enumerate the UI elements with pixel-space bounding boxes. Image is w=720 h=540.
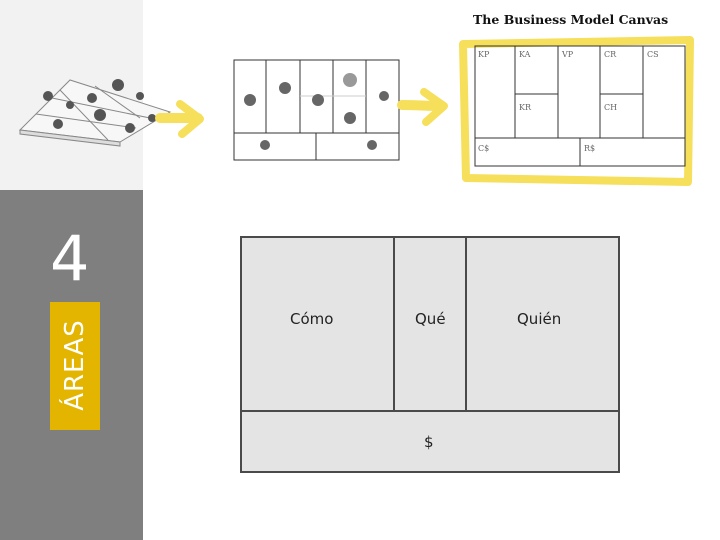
cell-rs: R$ [584, 144, 596, 153]
cell-ch: CH [604, 103, 618, 112]
cell-cr: CR [604, 50, 617, 59]
how-label: Cómo [290, 310, 334, 328]
canvas-title: The Business Model Canvas [473, 12, 669, 27]
cell-kp: KP [478, 50, 490, 59]
money-label: $ [424, 433, 434, 451]
section-number: 4 [50, 222, 90, 295]
cell-vp: VP [562, 50, 574, 59]
cell-c: C$ [478, 144, 490, 153]
what-label: Qué [415, 310, 446, 328]
who-label: Quién [517, 310, 562, 328]
cell-ka: KA [519, 50, 531, 59]
cell-kr: KR [519, 103, 531, 112]
vertical-label-bar [50, 302, 100, 430]
cell-cs: CS [647, 50, 659, 59]
